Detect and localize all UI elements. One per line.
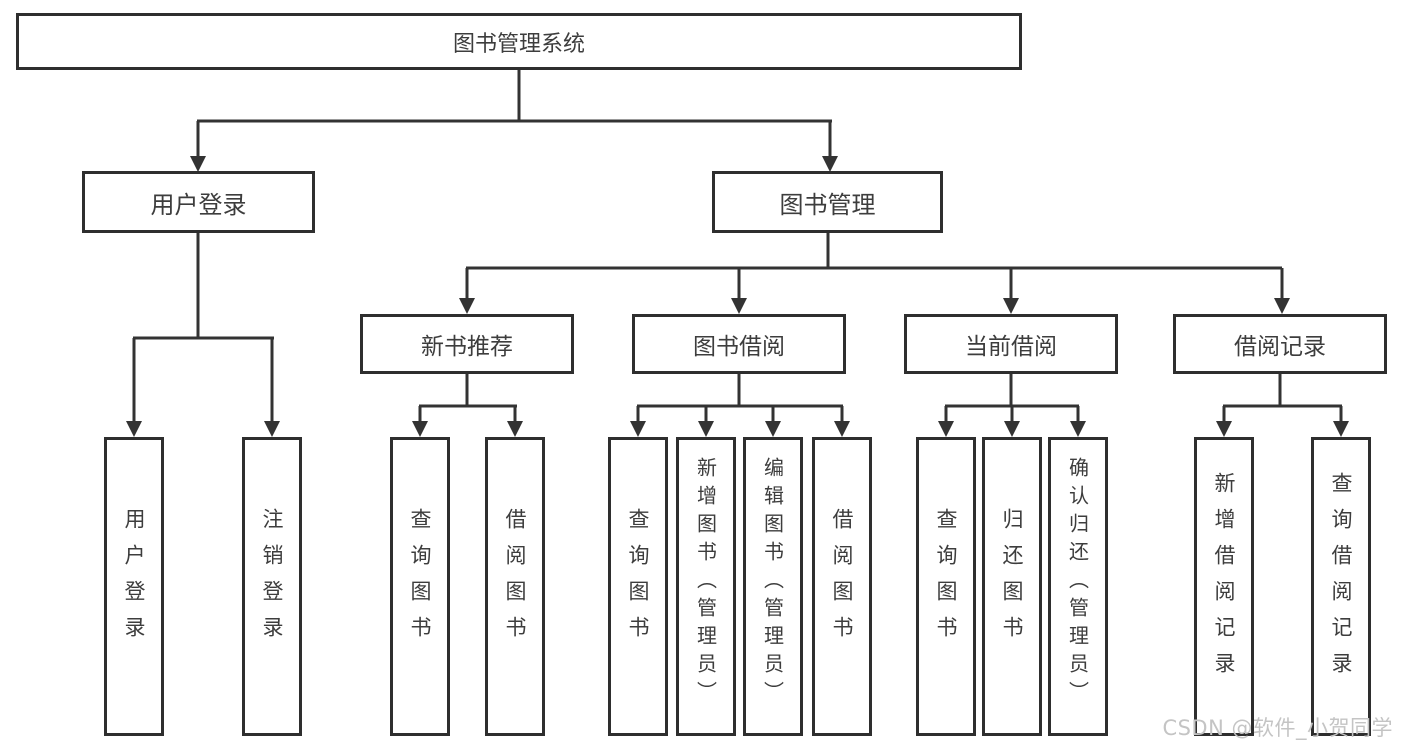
node-label: 新书推荐 <box>421 334 513 360</box>
leaf-label: 新增图书（管理员） <box>693 456 718 709</box>
leaf-borrow-books: 借阅图书 <box>485 437 545 736</box>
node-current-borrow: 当前借阅 <box>904 314 1118 374</box>
leaf-query-books: 查询图书 <box>390 437 450 736</box>
leaf-query-books: 查询图书 <box>916 437 976 736</box>
leaf-label: 编辑图书（管理员） <box>760 456 785 709</box>
leaf-return-books: 归还图书 <box>982 437 1042 736</box>
node-label: 图书管理 <box>779 190 876 219</box>
node-label: 图书管理系统 <box>452 31 585 57</box>
node-book-management: 图书管理 <box>712 171 943 233</box>
node-label: 图书借阅 <box>693 334 785 360</box>
node-new-book-recommend: 新书推荐 <box>360 314 574 374</box>
node-library-management-system: 图书管理系统 <box>16 13 1022 70</box>
leaf-edit-books-admin: 编辑图书（管理员） <box>743 437 803 736</box>
node-label: 借阅记录 <box>1234 334 1326 360</box>
leaf-label: 借阅图书 <box>503 507 527 652</box>
leaf-query-borrow-record: 查询借阅记录 <box>1311 437 1371 736</box>
leaf-label: 注销登录 <box>260 507 284 652</box>
leaf-add-books-admin: 新增图书（管理员） <box>676 437 736 736</box>
leaf-label: 查询图书 <box>934 507 958 652</box>
leaf-confirm-return-admin: 确认归还（管理员） <box>1048 437 1108 736</box>
node-user-login: 用户登录 <box>82 171 315 233</box>
node-book-borrow: 图书借阅 <box>632 314 846 374</box>
node-label: 当前借阅 <box>965 334 1057 360</box>
csdn-watermark: CSDN @软件_小贺同学 <box>1162 716 1393 740</box>
leaf-label: 借阅图书 <box>830 507 854 652</box>
node-borrow-record: 借阅记录 <box>1173 314 1387 374</box>
leaf-label: 查询借阅记录 <box>1329 471 1353 688</box>
leaf-borrow-books: 借阅图书 <box>812 437 872 736</box>
leaf-logout: 注销登录 <box>242 437 302 736</box>
leaf-label: 确认归还（管理员） <box>1065 456 1090 709</box>
leaf-user-login: 用户登录 <box>104 437 164 736</box>
node-label: 用户登录 <box>150 190 247 219</box>
leaf-query-books: 查询图书 <box>608 437 668 736</box>
leaf-label: 查询图书 <box>408 507 432 652</box>
leaf-label: 归还图书 <box>1000 507 1024 652</box>
leaf-add-borrow-record: 新增借阅记录 <box>1194 437 1254 736</box>
leaf-label: 新增借阅记录 <box>1212 471 1236 688</box>
leaf-label: 用户登录 <box>122 507 146 652</box>
leaf-label: 查询图书 <box>626 507 650 652</box>
